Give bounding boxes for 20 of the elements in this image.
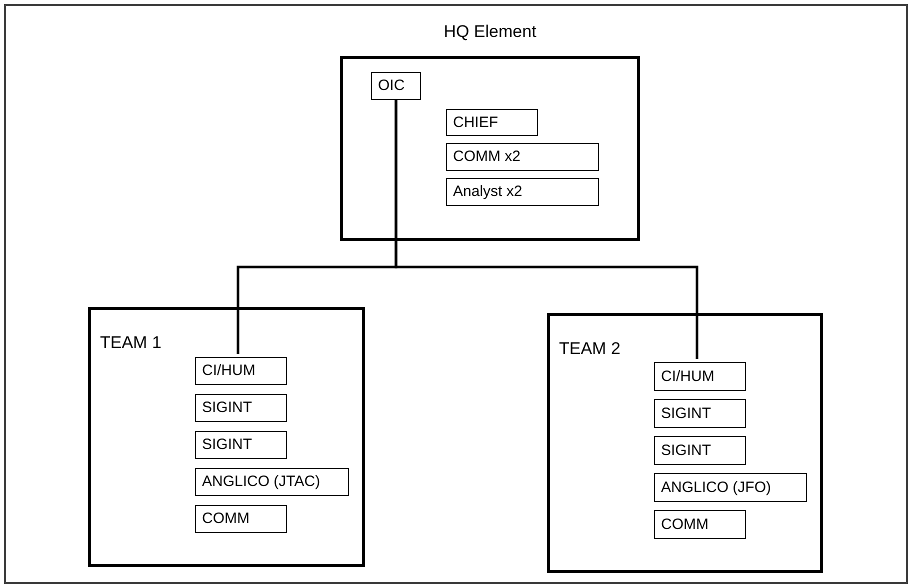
group-heading: TEAM 1 xyxy=(100,332,162,354)
team-box xyxy=(547,313,823,573)
role-box: Analyst x2 xyxy=(446,178,599,206)
role-box: SIGINT xyxy=(195,431,287,459)
team-box xyxy=(88,307,365,567)
connector-line xyxy=(394,100,698,359)
role-box: SIGINT xyxy=(195,394,287,422)
role-box: COMM x2 xyxy=(446,143,599,171)
role-box: ANGLICO (JFO) xyxy=(654,473,807,502)
role-box: SIGINT xyxy=(654,436,746,465)
role-box: COMM xyxy=(195,505,287,533)
role-box: CHIEF xyxy=(446,109,538,136)
role-box: ANGLICO (JTAC) xyxy=(195,468,349,496)
role-box: COMM xyxy=(654,510,746,539)
role-box: SIGINT xyxy=(654,399,746,428)
role-box: CI/HUM xyxy=(654,362,746,391)
group-heading: TEAM 2 xyxy=(559,338,620,360)
group-heading: HQ Element xyxy=(442,21,538,43)
role-box: CI/HUM xyxy=(195,357,287,385)
role-box: OIC xyxy=(371,72,421,100)
